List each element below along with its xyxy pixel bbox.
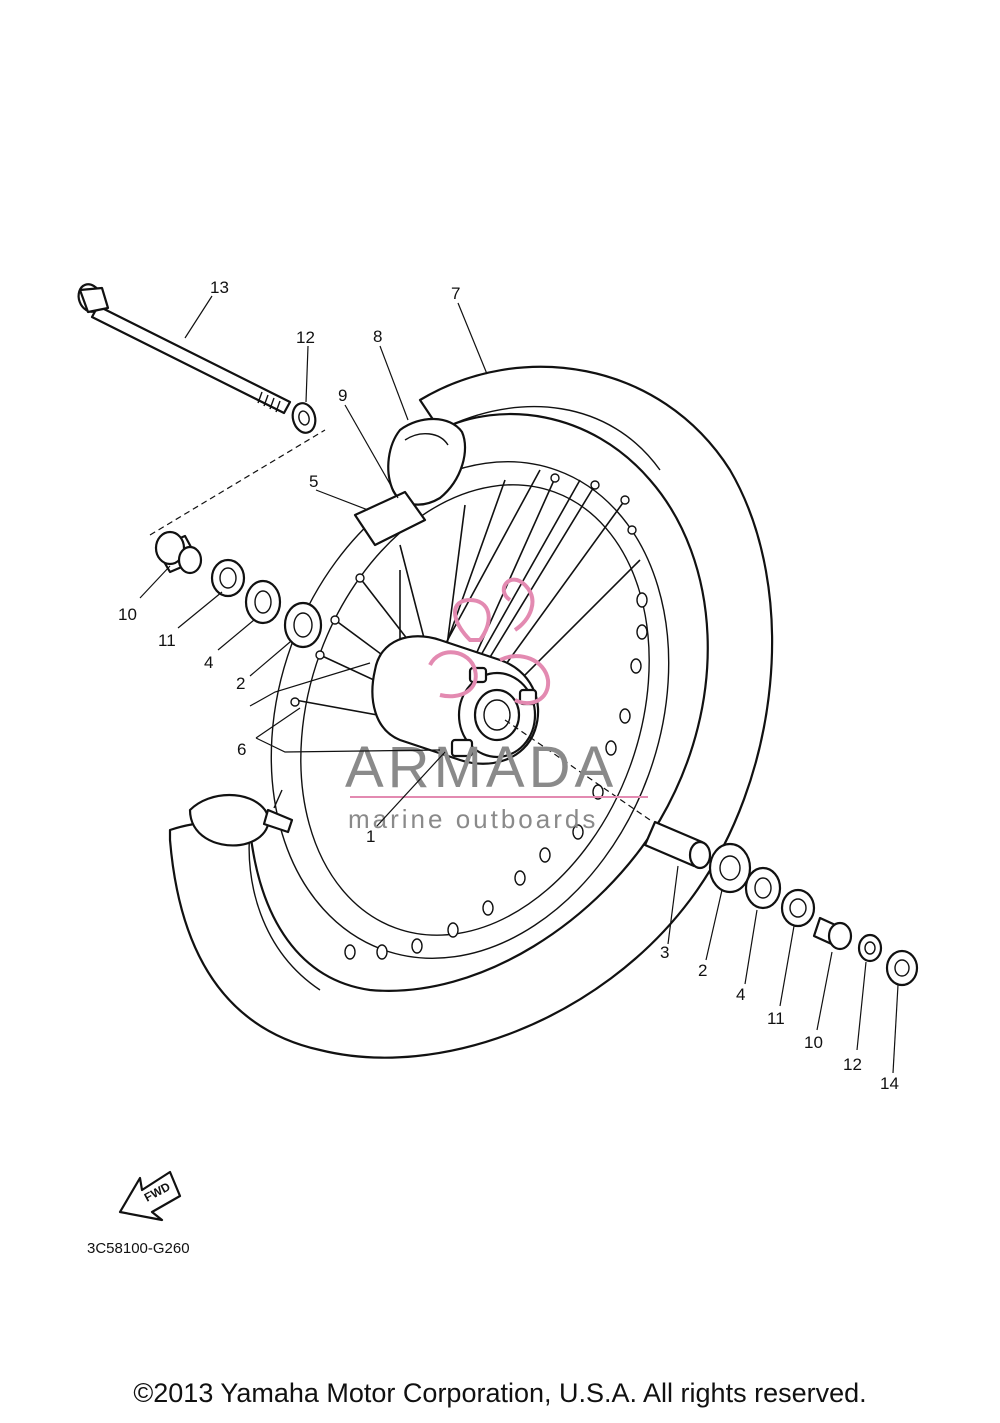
callout-11-right: 11 [767, 1009, 785, 1028]
callout-2-right: 2 [698, 961, 707, 980]
oil-seal-11-right [780, 888, 816, 928]
callout-1: 1 [366, 827, 375, 846]
rim-holes [344, 592, 648, 960]
tube [387, 417, 467, 506]
spacer-3 [643, 820, 712, 870]
axis-dash-lines [149, 429, 651, 821]
oil-seal-11-left [210, 558, 246, 598]
callout-13: 13 [210, 278, 229, 297]
diagram-code: 3C58100-G260 [87, 1240, 190, 1257]
rim-band [353, 490, 427, 547]
axle [77, 283, 292, 415]
callout-6: 6 [237, 740, 246, 759]
bearing-4-left [244, 579, 282, 625]
watermark-logo [428, 577, 551, 706]
watermark-tagline: marine outboards [348, 804, 598, 834]
bearing-4-right [744, 866, 782, 910]
callout-12-right: 12 [843, 1055, 862, 1074]
callout-8: 8 [373, 327, 382, 346]
callout-5: 5 [309, 472, 318, 491]
callout-4-left: 4 [204, 653, 213, 672]
washer-12-right [857, 933, 883, 963]
callout-10-left: 10 [118, 605, 137, 624]
nut-14 [885, 949, 919, 987]
tire [168, 365, 774, 1059]
washer-12-left [291, 402, 317, 434]
collar-10-left [154, 530, 203, 575]
callout-4-right: 4 [736, 985, 745, 1004]
watermark-brand: ARMADA [345, 735, 617, 800]
watermark: ARMADA marine outboards [345, 577, 648, 834]
callout-9: 9 [338, 386, 347, 405]
callout-2-left: 2 [236, 674, 245, 693]
bearing-2-left [283, 601, 323, 649]
callout-10-right: 10 [804, 1033, 823, 1052]
valve [188, 789, 294, 847]
callout-11-left: 11 [158, 631, 176, 650]
callout-3: 3 [660, 943, 669, 962]
callout-labels: 13 12 7 8 9 5 10 11 4 2 6 1 3 2 4 11 10 … [118, 278, 899, 1093]
callout-14: 14 [880, 1074, 899, 1093]
fwd-arrow-icon: FWD [118, 1170, 182, 1222]
collar-10-right [812, 916, 853, 951]
bearing-2-right [708, 842, 752, 894]
copyright-notice: ©2013 Yamaha Motor Corporation, U.S.A. A… [133, 1378, 867, 1408]
leader-lines [139, 295, 899, 1074]
callout-12-top: 12 [296, 328, 315, 347]
callout-7: 7 [451, 284, 460, 303]
